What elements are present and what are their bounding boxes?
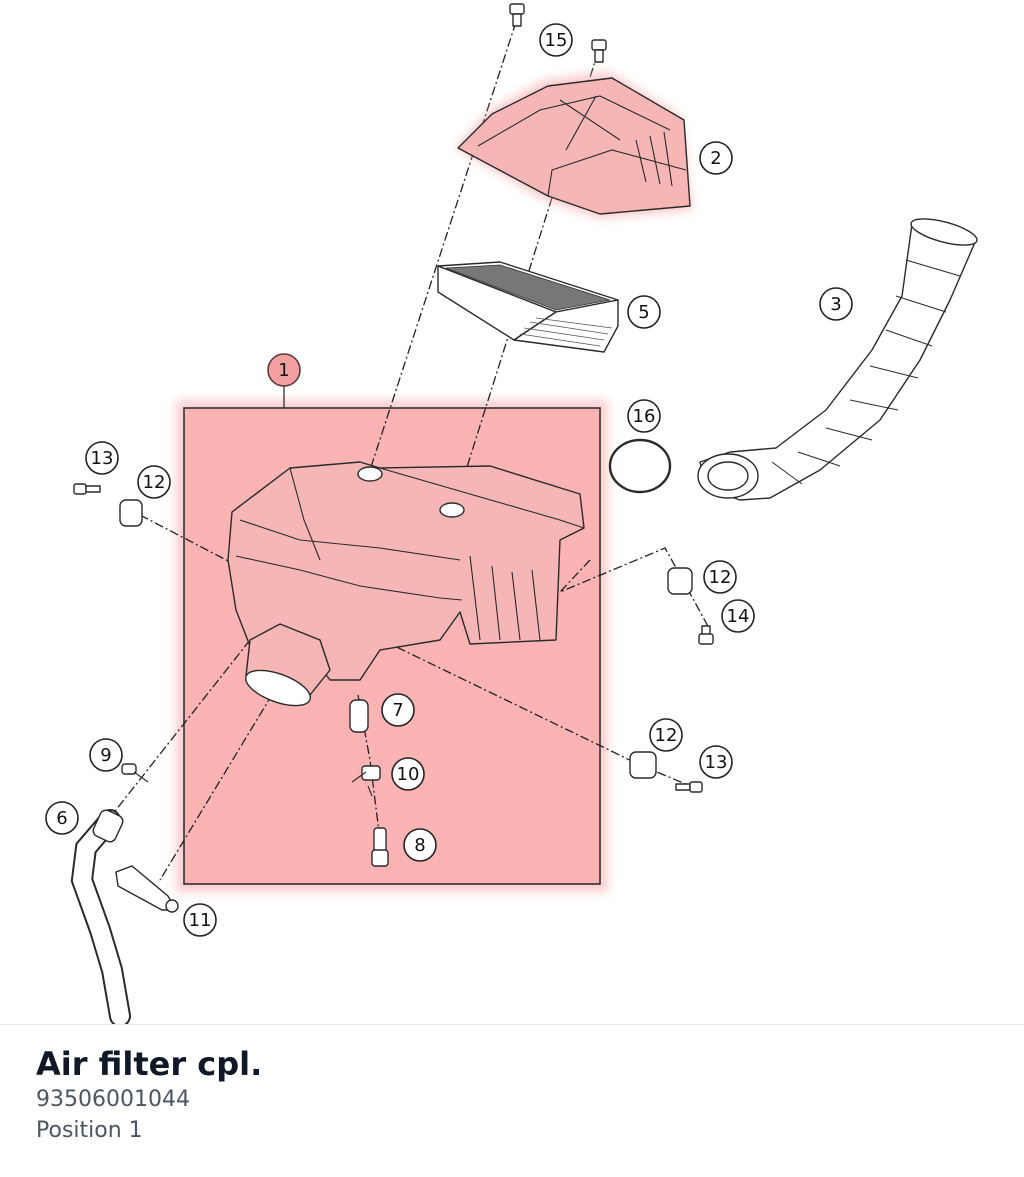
breather-hose-6 [70, 809, 131, 1024]
callout-3[interactable]: 3 [819, 287, 853, 321]
callout-13-right[interactable]: 13 [699, 745, 733, 779]
callout-12-right[interactable]: 12 [703, 560, 737, 594]
part-number: 93506001044 [36, 1087, 190, 1112]
svg-text:2: 2 [710, 148, 721, 169]
svg-text:8: 8 [414, 835, 425, 856]
callout-12-left[interactable]: 12 [137, 465, 171, 499]
svg-text:5: 5 [638, 302, 649, 323]
callout-16[interactable]: 16 [627, 399, 661, 433]
callout-9[interactable]: 9 [89, 738, 123, 772]
svg-text:6: 6 [56, 808, 67, 829]
svg-text:11: 11 [189, 910, 212, 931]
screw-13-right [675, 781, 703, 793]
callout-10[interactable]: 10 [391, 757, 425, 791]
svg-text:15: 15 [545, 30, 568, 51]
callout-6[interactable]: 6 [45, 801, 79, 835]
callout-2[interactable]: 2 [699, 141, 733, 175]
svg-text:7: 7 [392, 700, 403, 721]
rubber-mount-12-right [667, 567, 693, 595]
callout-1[interactable]: 1 [267, 353, 301, 387]
air-box-housing-1 [227, 461, 585, 707]
svg-text:12: 12 [709, 567, 732, 588]
hose-clip-9 [121, 763, 149, 783]
drain-valve-8 [371, 827, 389, 867]
hose-clamp-11 [115, 865, 179, 913]
part-position: Position 1 [36, 1118, 143, 1143]
svg-text:10: 10 [397, 764, 420, 785]
callout-13-left[interactable]: 13 [85, 441, 119, 475]
intake-hose-3 [697, 218, 978, 501]
callout-12-lower[interactable]: 12 [649, 718, 683, 752]
clip-10 [351, 765, 381, 797]
screw-14 [698, 625, 714, 645]
screw-13-left [73, 483, 101, 495]
svg-text:16: 16 [633, 406, 656, 427]
callout-11[interactable]: 11 [183, 903, 217, 937]
exploded-parts-diagram: 15 2 3 5 1 16 13 12 12 14 7 12 [45, 3, 978, 1024]
svg-text:13: 13 [705, 752, 728, 773]
rubber-mount-12-left [119, 499, 143, 527]
plug-7 [349, 699, 369, 733]
svg-text:12: 12 [143, 472, 166, 493]
callout-5[interactable]: 5 [627, 295, 661, 329]
svg-text:1: 1 [278, 360, 289, 381]
air-filter-cover-2 [456, 72, 692, 218]
divider [0, 1024, 1024, 1025]
rubber-mount-12-lower [629, 751, 657, 779]
bolt-15 [509, 3, 607, 63]
callout-14[interactable]: 14 [721, 599, 755, 633]
svg-text:9: 9 [100, 745, 111, 766]
callout-15[interactable]: 15 [539, 23, 573, 57]
part-name: Air filter cpl. [36, 1045, 263, 1083]
svg-text:14: 14 [727, 606, 750, 627]
callout-8[interactable]: 8 [403, 828, 437, 862]
svg-text:3: 3 [830, 294, 841, 315]
callout-7[interactable]: 7 [381, 693, 415, 727]
part-info-panel: Air filter cpl. 93506001044 Position 1 [36, 1044, 262, 1146]
svg-text:13: 13 [91, 448, 114, 469]
air-filter-element-5 [437, 261, 619, 353]
svg-text:12: 12 [655, 725, 678, 746]
gasket-ring-16 [608, 438, 672, 494]
